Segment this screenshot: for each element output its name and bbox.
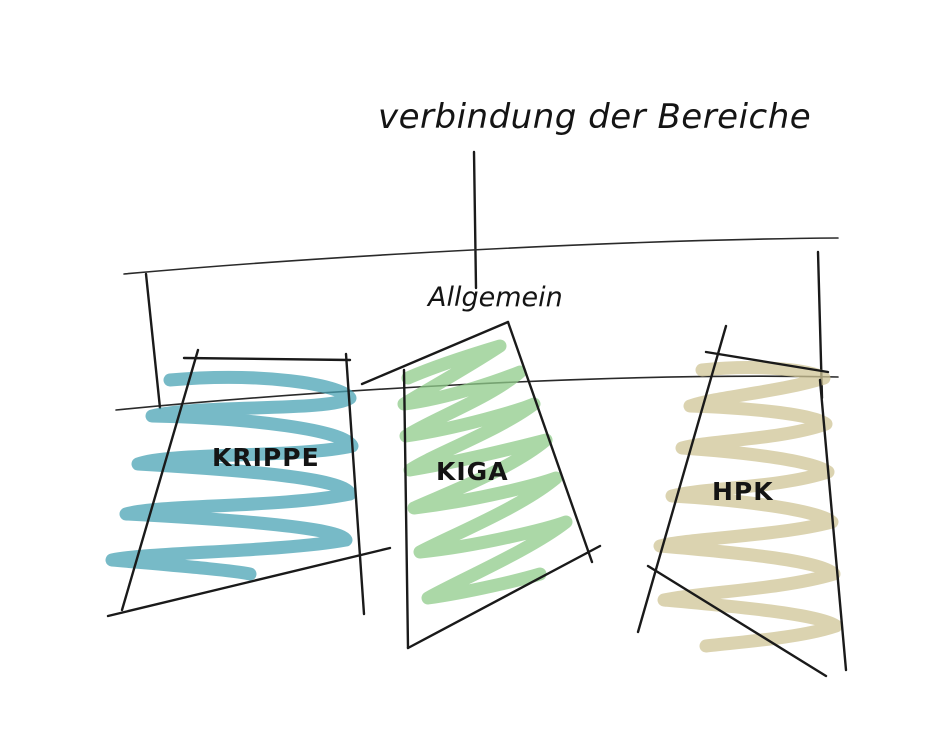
- hpk-label: HPK: [712, 477, 774, 506]
- kiga-marker-fill: [397, 339, 573, 605]
- hpk-marker-fill: [653, 361, 843, 653]
- area-kiga: KIGA: [360, 320, 602, 650]
- kiga-label: KIGA: [436, 457, 509, 486]
- title-connector-line: [472, 150, 478, 290]
- krippe-marker-fill: [105, 370, 359, 581]
- krippe-label: KRIPPE: [212, 443, 320, 472]
- allgemein-label: Allgemein: [426, 282, 563, 313]
- area-hpk: HPK: [636, 324, 848, 678]
- diagram-title: verbindung der Bereiche: [378, 97, 811, 137]
- area-krippe: KRIPPE: [105, 348, 392, 618]
